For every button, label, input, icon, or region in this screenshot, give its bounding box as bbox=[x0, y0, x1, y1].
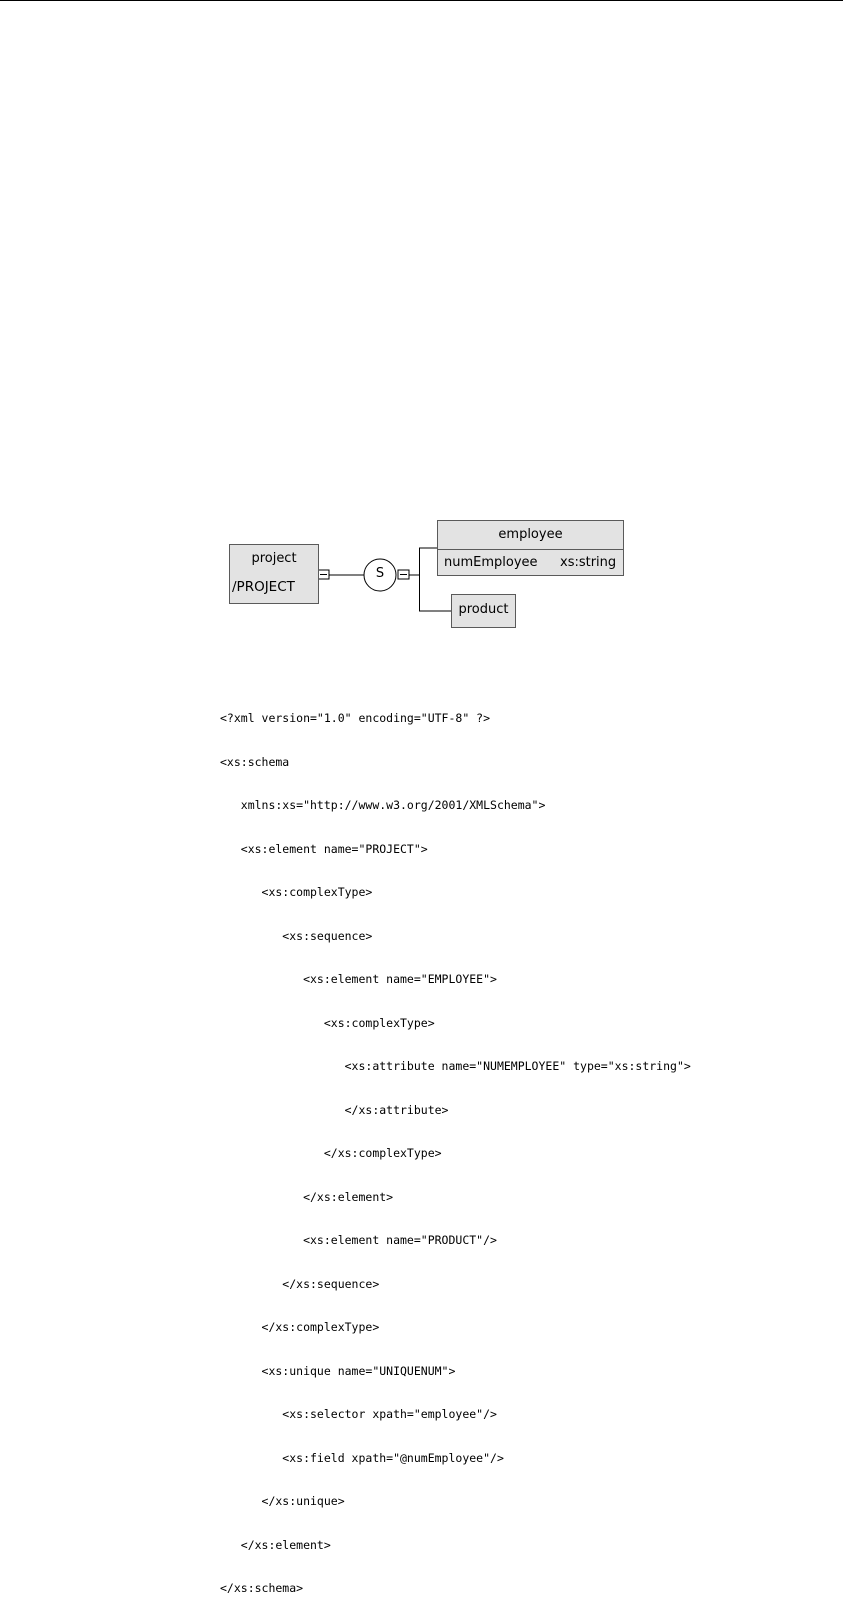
employee-attribute-name: numEmployee bbox=[444, 555, 538, 570]
product-element-box[interactable]: product bbox=[451, 594, 516, 628]
code-line: <xs:selector xpath="employee"/> bbox=[220, 1407, 497, 1421]
xml-schema-code: <?xml version="1.0" encoding="UTF-8" ?> … bbox=[220, 682, 691, 1610]
code-line: <xs:element name="PROJECT"> bbox=[220, 841, 428, 856]
code-line: </xs:schema> bbox=[220, 1581, 304, 1595]
code-line: <xs:element name="EMPLOYEE"> bbox=[220, 972, 497, 986]
code-line: <xs:schema bbox=[220, 754, 290, 769]
project-element-box[interactable]: project /PROJECT bbox=[229, 544, 319, 604]
project-element-mapping: /PROJECT bbox=[232, 579, 295, 595]
project-element-name: project bbox=[251, 551, 297, 566]
code-line: </xs:complexType> bbox=[220, 1146, 442, 1160]
code-line: <xs:sequence> bbox=[220, 928, 373, 943]
code-line: <xs:attribute name="NUMEMPLOYEE" type="x… bbox=[220, 1059, 691, 1073]
code-line: <xs:complexType> bbox=[220, 885, 373, 899]
code-line: </xs:complexType> bbox=[220, 1320, 380, 1334]
code-line: <xs:complexType> bbox=[220, 1015, 435, 1030]
code-line: <xs:field xpath="@numEmployee"/> bbox=[220, 1450, 504, 1465]
diagram-connectors bbox=[317, 547, 451, 612]
code-line: </xs:element> bbox=[220, 1537, 331, 1552]
code-line: <?xml version="1.0" encoding="UTF-8" ?> bbox=[220, 711, 491, 725]
code-line: xmlns:xs="http://www.w3.org/2001/XMLSche… bbox=[220, 798, 546, 812]
code-line: </xs:unique> bbox=[220, 1494, 345, 1508]
top-rule bbox=[0, 0, 843, 1]
employee-element-name: employee bbox=[498, 527, 563, 542]
sequence-symbol: S bbox=[375, 566, 385, 581]
code-line: <xs:unique name="UNIQUENUM"> bbox=[220, 1363, 456, 1378]
product-element-name: product bbox=[458, 602, 509, 617]
code-line: </xs:element> bbox=[220, 1189, 394, 1204]
schema-diagram: project /PROJECT S employee numEmployee … bbox=[0, 0, 843, 660]
code-line: </xs:sequence> bbox=[220, 1276, 380, 1291]
employee-divider bbox=[438, 549, 623, 550]
code-line: <xs:element name="PRODUCT"/> bbox=[220, 1233, 497, 1247]
employee-attribute-type: xs:string bbox=[560, 555, 617, 570]
sequence-node bbox=[363, 558, 397, 592]
code-line: </xs:attribute> bbox=[220, 1102, 449, 1117]
employee-element-box[interactable]: employee numEmployee xs:string bbox=[437, 520, 624, 576]
